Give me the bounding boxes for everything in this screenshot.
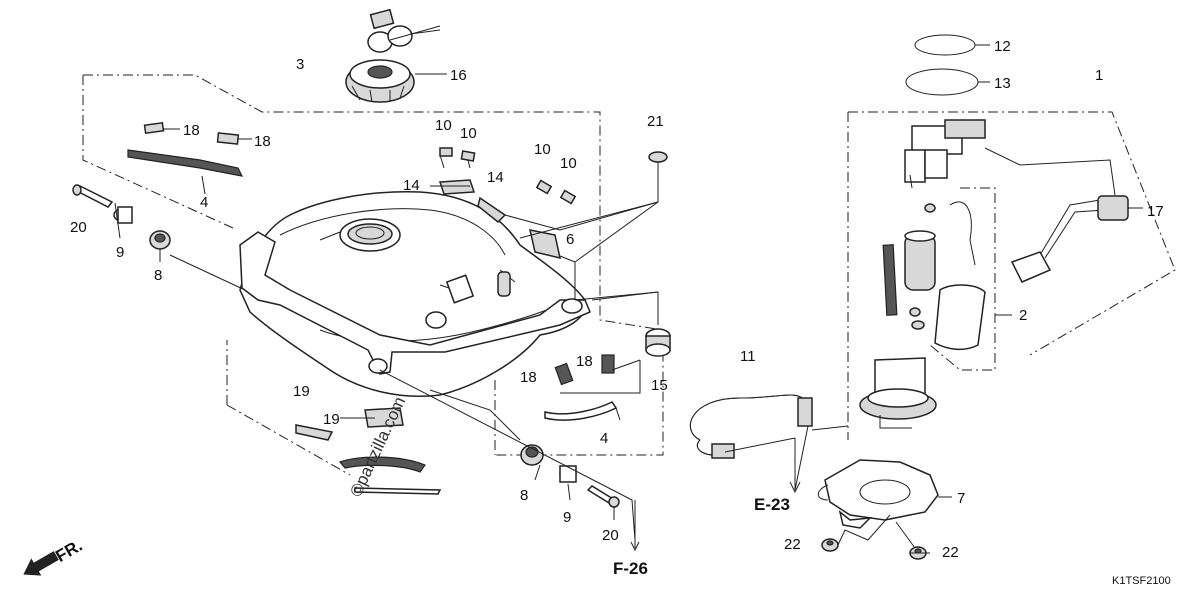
ref-f26: F-26 xyxy=(613,559,648,578)
label-17: 17 xyxy=(1147,203,1164,220)
front-arrow-icon xyxy=(23,551,59,576)
label-13: 13 xyxy=(994,75,1011,92)
bolt-collar-rubber-left xyxy=(72,184,171,250)
decal-10-d xyxy=(559,189,577,205)
label-3: 3 xyxy=(296,56,304,73)
label-2: 2 xyxy=(1019,307,1027,324)
decal-14-a xyxy=(438,179,476,195)
screw-21 xyxy=(648,151,668,176)
label-22-a: 22 xyxy=(784,536,801,553)
decal-10-a xyxy=(439,147,453,157)
pad-18-a xyxy=(143,121,165,135)
fuel-pump-assembly xyxy=(859,119,986,429)
label-20-a: 20 xyxy=(70,219,87,236)
trim-strip-lower xyxy=(544,401,618,421)
pad-18-b xyxy=(216,132,240,145)
pad-18-d xyxy=(601,354,615,374)
label-10-b: 10 xyxy=(460,125,477,142)
label-19-b: 19 xyxy=(323,411,340,428)
setting-plate xyxy=(817,459,939,529)
label-12: 12 xyxy=(994,38,1011,55)
label-4-a: 4 xyxy=(200,194,208,211)
fuel-pump-group-outline xyxy=(847,111,1176,440)
nut-22-a xyxy=(821,538,839,552)
decal-14-b xyxy=(477,196,507,224)
fuel-tank-group-outline xyxy=(82,74,664,476)
label-9-b: 9 xyxy=(563,509,571,526)
fuel-hose xyxy=(690,394,813,459)
decal-6 xyxy=(529,229,561,260)
leader-lines xyxy=(114,44,1143,554)
label-4-b: 4 xyxy=(600,430,608,447)
label-7: 7 xyxy=(957,490,965,507)
label-19-a: 19 xyxy=(293,383,310,400)
decal-10-c xyxy=(535,179,553,195)
label-10-d: 10 xyxy=(560,155,577,172)
label-18-a: 18 xyxy=(183,122,200,139)
label-6: 6 xyxy=(566,231,574,248)
trim-strip-upper xyxy=(127,149,244,177)
label-1: 1 xyxy=(1095,67,1103,84)
cap-15 xyxy=(645,328,671,357)
label-22-b: 22 xyxy=(942,544,959,561)
label-14-b: 14 xyxy=(487,169,504,186)
label-20-b: 20 xyxy=(602,527,619,544)
bolt-collar-rubber-lower xyxy=(520,444,620,508)
ref-e23: E-23 xyxy=(754,495,790,514)
pump-top-o-rings xyxy=(905,34,979,96)
fuel-cap-assembly xyxy=(345,8,441,103)
decal-10-b xyxy=(460,150,476,162)
diagram-code: K1TSF2100 xyxy=(1112,575,1171,587)
label-18-d: 18 xyxy=(576,353,593,370)
label-10-a: 10 xyxy=(435,117,452,134)
decal-19-d xyxy=(354,487,442,495)
label-11: 11 xyxy=(740,348,756,365)
label-18-b: 18 xyxy=(254,133,271,150)
decal-19-c xyxy=(338,456,426,473)
arrow-f26 xyxy=(630,500,640,552)
fuel-tank xyxy=(239,190,591,398)
label-18-c: 18 xyxy=(520,369,537,386)
front-label: FR. xyxy=(52,536,85,566)
label-8-a: 8 xyxy=(154,267,162,284)
label-8-b: 8 xyxy=(520,487,528,504)
fuel-level-sender xyxy=(1010,195,1129,283)
label-10-c: 10 xyxy=(534,141,551,158)
decal-19-b xyxy=(295,424,334,441)
label-16: 16 xyxy=(450,67,467,84)
arrow-e23 xyxy=(789,438,801,494)
decal-19-a xyxy=(364,407,404,428)
label-9-a: 9 xyxy=(116,244,124,261)
label-14-a: 14 xyxy=(403,177,420,194)
label-21: 21 xyxy=(647,113,664,130)
pad-18-c xyxy=(554,362,574,386)
label-15: 15 xyxy=(651,377,668,394)
